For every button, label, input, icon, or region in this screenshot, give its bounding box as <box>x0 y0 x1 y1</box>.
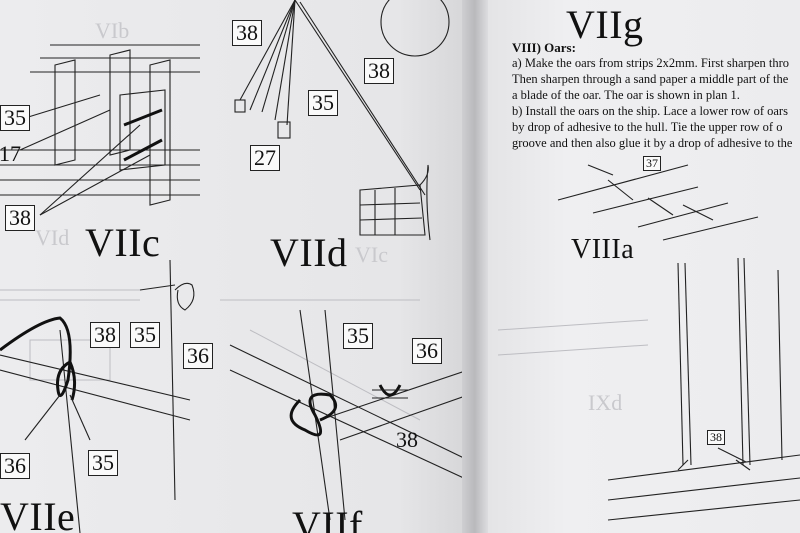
figure-title-viif: VIIf <box>292 503 363 533</box>
left-page-drawings <box>0 0 468 533</box>
bleed-through-lines <box>0 289 421 421</box>
label-part-38: 38 <box>5 205 35 231</box>
instruction-line: Then sharpen through a sand paper a midd… <box>512 72 789 86</box>
figure-title-viiia: VIIIa <box>571 234 635 265</box>
label-part-37: 37 <box>643 156 661 171</box>
label-part-17: 17 <box>0 141 21 166</box>
bleed-text-vid: VId <box>35 225 70 250</box>
label-part-35: 35 <box>343 323 373 349</box>
figure-viid-drawing <box>234 0 450 241</box>
label-part-38: 38 <box>396 427 418 452</box>
figure-ix-drawing <box>497 257 800 521</box>
instruction-line: b) Install the oars on the ship. Lace a … <box>512 104 788 118</box>
instruction-line: a) Make the oars from strips 2x2mm. Firs… <box>512 56 790 70</box>
figure-viiia-drawing <box>557 164 759 241</box>
instruction-line: by drop of adhesive to the hull. Tie the… <box>512 120 783 134</box>
label-part-35: 35 <box>308 90 338 116</box>
figure-viif-drawing <box>229 309 468 521</box>
label-part-35: 35 <box>88 450 118 476</box>
figure-viie-drawing <box>0 259 195 533</box>
figure-title-viid: VIId <box>270 230 348 275</box>
figure-title-viie: VIIe <box>0 494 76 533</box>
label-part-27: 27 <box>250 145 280 171</box>
section-heading: VIII) Oars: <box>512 40 576 55</box>
book-gutter <box>462 0 490 533</box>
label-part-36: 36 <box>0 453 30 479</box>
left-page: VIb VId VIc 35 17 38 VIIc 38 38 35 27 VI… <box>0 0 468 533</box>
instruction-line: a blade of the oar. The oar is shown in … <box>512 88 740 102</box>
figure-title-viic: VIIc <box>85 220 161 265</box>
label-part-38: 38 <box>90 322 120 348</box>
label-part-38: 38 <box>707 430 725 445</box>
label-part-38: 38 <box>364 58 394 84</box>
bleed-text-ixd: IXd <box>588 390 623 415</box>
right-page: VIIg VIII) Oars: a) Make the oars from s… <box>488 0 800 533</box>
label-part-36: 36 <box>412 338 442 364</box>
bleed-text-vic: VIc <box>355 242 388 267</box>
instruction-line: groove and then also glue it by a drop o… <box>512 136 793 150</box>
bleed-text-vib: VIb <box>95 18 130 43</box>
figure-viic-drawing <box>0 44 200 216</box>
figure-title-viig: VIIg <box>566 2 644 47</box>
label-part-36: 36 <box>183 343 213 369</box>
right-page-drawings <box>497 164 800 521</box>
label-part-35: 35 <box>0 105 30 131</box>
label-part-35: 35 <box>130 322 160 348</box>
label-part-38: 38 <box>232 20 262 46</box>
